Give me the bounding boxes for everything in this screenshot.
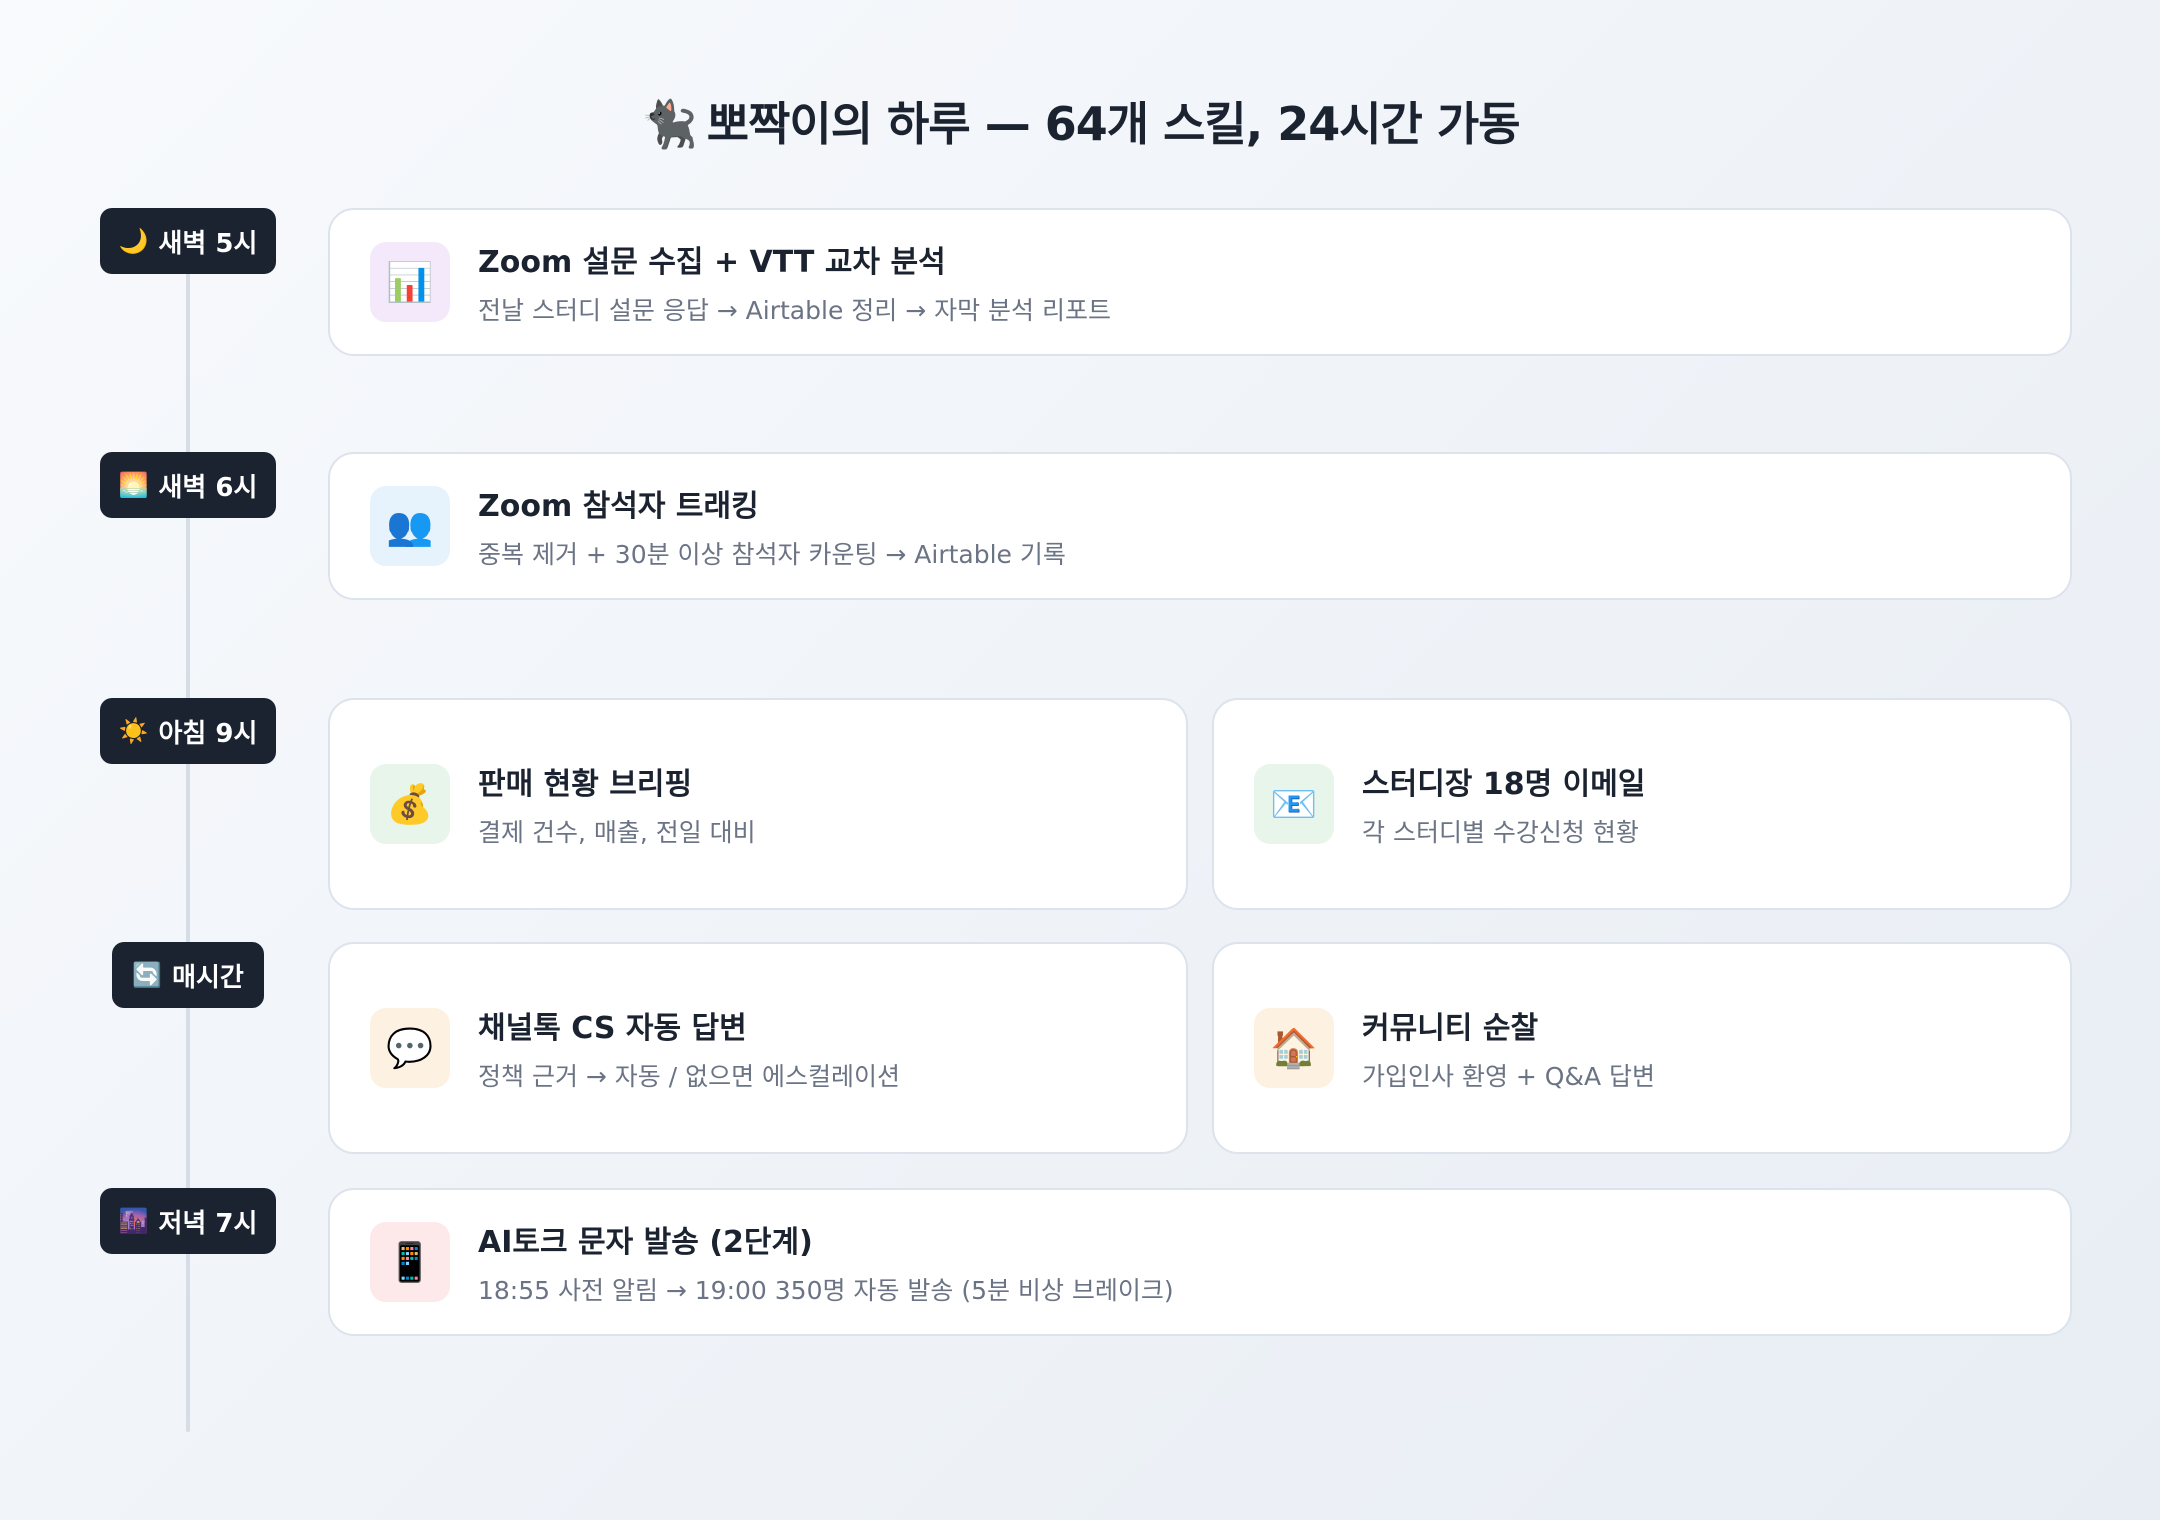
time-pill-5am: 🌙 새벽 5시 bbox=[100, 208, 276, 274]
card-description: 전날 스터디 설문 응답 → Airtable 정리 → 자막 분석 리포트 bbox=[478, 296, 1112, 325]
cat-icon: 🐈‍⬛ bbox=[640, 97, 697, 151]
time-label: 저녁 7시 bbox=[158, 1208, 258, 1239]
bar-chart-icon: 📊 bbox=[370, 242, 450, 322]
card-title: 커뮤니티 순찰 bbox=[1362, 1011, 1539, 1046]
card-description: 각 스터디별 수강신청 현황 bbox=[1362, 818, 1639, 847]
task-card-community-patrol: 🏠 커뮤니티 순찰 가입인사 환영 + Q&A 답변 bbox=[1212, 942, 2072, 1154]
task-card-leader-email: 📧 스터디장 18명 이메일 각 스터디별 수강신청 현황 bbox=[1212, 698, 2072, 910]
time-pill-6am: 🌅 새벽 6시 bbox=[100, 452, 276, 518]
city-sunset-icon: 🌆 bbox=[118, 1207, 149, 1235]
task-card-zoom-attendee: 👥 Zoom 참석자 트래킹 중복 제거 + 30분 이상 참석자 카운팅 → … bbox=[328, 452, 2072, 600]
time-label: 매시간 bbox=[172, 962, 244, 993]
card-title: 채널톡 CS 자동 답변 bbox=[478, 1011, 747, 1046]
card-description: 18:55 사전 알림 → 19:00 350명 자동 발송 (5분 비상 브레… bbox=[478, 1276, 1174, 1305]
task-card-sales-briefing: 💰 판매 현황 브리핑 결제 건수, 매출, 전일 대비 bbox=[328, 698, 1188, 910]
time-label: 새벽 5시 bbox=[158, 228, 258, 259]
timeline-line bbox=[186, 236, 190, 1432]
moon-icon: 🌙 bbox=[118, 227, 149, 255]
time-pill-hourly: 🔄 매시간 bbox=[112, 942, 264, 1008]
card-title: Zoom 설문 수집 + VTT 교차 분석 bbox=[478, 245, 946, 280]
speech-bubble-icon: 💬 bbox=[370, 1008, 450, 1088]
page-title-text: 뽀짝이의 하루 — 64개 스킬, 24시간 가동 bbox=[706, 97, 1521, 151]
card-description: 결제 건수, 매출, 전일 대비 bbox=[478, 818, 756, 847]
card-title: AI토크 문자 발송 (2단계) bbox=[478, 1225, 813, 1260]
task-card-aitalk-sms: 📱 AI토크 문자 발송 (2단계) 18:55 사전 알림 → 19:00 3… bbox=[328, 1188, 2072, 1336]
card-title: Zoom 참석자 트래킹 bbox=[478, 489, 759, 524]
card-description: 정책 근거 → 자동 / 없으면 에스컬레이션 bbox=[478, 1062, 901, 1091]
sun-icon: ☀️ bbox=[118, 717, 149, 745]
time-pill-9am: ☀️ 아침 9시 bbox=[100, 698, 276, 764]
card-title: 스터디장 18명 이메일 bbox=[1362, 767, 1646, 802]
money-bag-icon: 💰 bbox=[370, 764, 450, 844]
people-icon: 👥 bbox=[370, 486, 450, 566]
task-card-channeltalk-cs: 💬 채널톡 CS 자동 답변 정책 근거 → 자동 / 없으면 에스컬레이션 bbox=[328, 942, 1188, 1154]
page-title: 🐈‍⬛뽀짝이의 하루 — 64개 스킬, 24시간 가동 bbox=[0, 88, 2160, 154]
card-description: 가입인사 환영 + Q&A 답변 bbox=[1362, 1062, 1656, 1091]
email-icon: 📧 bbox=[1254, 764, 1334, 844]
mobile-phone-icon: 📱 bbox=[370, 1222, 450, 1302]
house-icon: 🏠 bbox=[1254, 1008, 1334, 1088]
time-label: 아침 9시 bbox=[158, 718, 258, 749]
time-label: 새벽 6시 bbox=[158, 472, 258, 503]
time-pill-7pm: 🌆 저녁 7시 bbox=[100, 1188, 276, 1254]
sunrise-icon: 🌅 bbox=[118, 471, 149, 499]
card-description: 중복 제거 + 30분 이상 참석자 카운팅 → Airtable 기록 bbox=[478, 540, 1066, 569]
repeat-icon: 🔄 bbox=[132, 961, 163, 989]
card-title: 판매 현황 브리핑 bbox=[478, 767, 693, 802]
task-card-zoom-survey: 📊 Zoom 설문 수집 + VTT 교차 분석 전날 스터디 설문 응답 → … bbox=[328, 208, 2072, 356]
